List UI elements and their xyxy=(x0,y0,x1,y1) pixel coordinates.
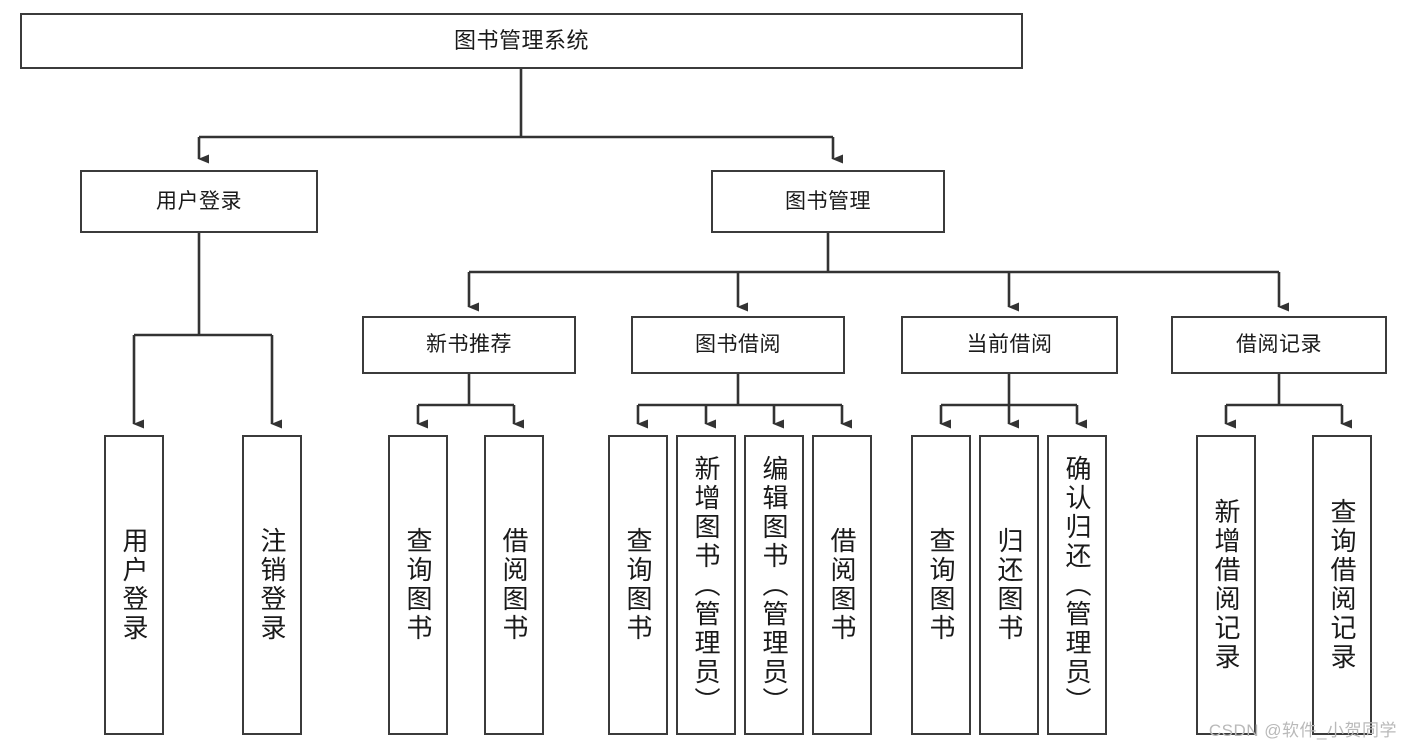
node-leaf-query-record-label: 查询借阅记录 xyxy=(1327,498,1357,672)
node-current-borrow[interactable]: 当前借阅 xyxy=(901,316,1118,374)
node-book-manage-label: 图书管理 xyxy=(785,189,871,213)
node-leaf-logout-login-label: 注销登录 xyxy=(257,527,287,643)
node-leaf-query-book-3-label: 查询图书 xyxy=(926,527,956,643)
node-leaf-return-book-label: 归还图书 xyxy=(994,527,1024,643)
node-leaf-borrow-book-2-label: 借阅图书 xyxy=(827,527,857,643)
node-leaf-user-login-label: 用户登录 xyxy=(119,527,149,643)
node-leaf-add-record-label: 新增借阅记录 xyxy=(1211,498,1241,672)
node-leaf-edit-book[interactable]: 编辑图书（管理员） xyxy=(744,435,804,735)
node-root[interactable]: 图书管理系统 xyxy=(20,13,1023,69)
node-new-book-recommend[interactable]: 新书推荐 xyxy=(362,316,576,374)
watermark-text: CSDN @软件_小贺同学 xyxy=(1208,721,1397,740)
node-user-login[interactable]: 用户登录 xyxy=(80,170,318,233)
node-leaf-add-book[interactable]: 新增图书（管理员） xyxy=(676,435,736,735)
node-leaf-borrow-book-2[interactable]: 借阅图书 xyxy=(812,435,872,735)
node-leaf-query-record[interactable]: 查询借阅记录 xyxy=(1312,435,1372,735)
node-book-manage[interactable]: 图书管理 xyxy=(711,170,945,233)
node-leaf-query-book-3[interactable]: 查询图书 xyxy=(911,435,971,735)
node-borrow-record[interactable]: 借阅记录 xyxy=(1171,316,1387,374)
node-book-borrow-label: 图书借阅 xyxy=(695,333,781,357)
node-leaf-query-book-2-label: 查询图书 xyxy=(623,527,653,643)
node-current-borrow-label: 当前借阅 xyxy=(966,333,1053,357)
node-leaf-query-book-1[interactable]: 查询图书 xyxy=(388,435,448,735)
node-leaf-confirm-return-label: 确认归还（管理员） xyxy=(1062,455,1092,716)
node-leaf-logout-login[interactable]: 注销登录 xyxy=(242,435,302,735)
node-leaf-add-record[interactable]: 新增借阅记录 xyxy=(1196,435,1256,735)
node-leaf-query-book-2[interactable]: 查询图书 xyxy=(608,435,668,735)
node-leaf-query-book-1-label: 查询图书 xyxy=(403,527,433,643)
node-leaf-user-login[interactable]: 用户登录 xyxy=(104,435,164,735)
node-leaf-borrow-book-1[interactable]: 借阅图书 xyxy=(484,435,544,735)
node-leaf-borrow-book-1-label: 借阅图书 xyxy=(499,527,529,643)
node-borrow-record-label: 借阅记录 xyxy=(1236,333,1322,357)
node-book-borrow[interactable]: 图书借阅 xyxy=(631,316,845,374)
node-leaf-edit-book-label: 编辑图书（管理员） xyxy=(759,455,789,716)
node-root-label: 图书管理系统 xyxy=(453,27,589,53)
node-leaf-add-book-label: 新增图书（管理员） xyxy=(691,455,721,716)
node-new-book-recommend-label: 新书推荐 xyxy=(426,333,512,357)
node-leaf-confirm-return[interactable]: 确认归还（管理员） xyxy=(1047,435,1107,735)
node-user-login-label: 用户登录 xyxy=(156,189,242,213)
node-leaf-return-book[interactable]: 归还图书 xyxy=(979,435,1039,735)
